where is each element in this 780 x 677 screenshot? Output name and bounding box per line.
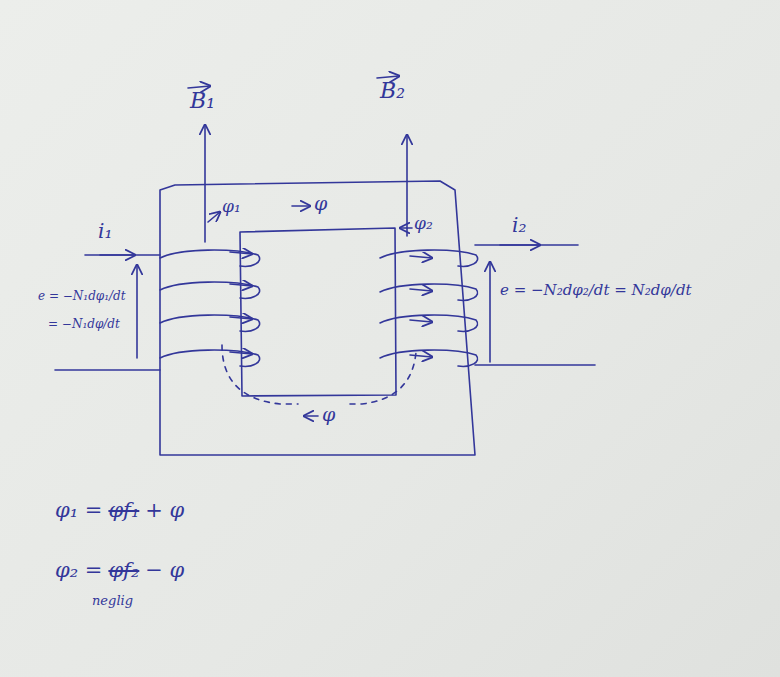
flux-arrow [208, 212, 220, 222]
current-arrow [500, 244, 540, 246]
annotation-label: = −N₁dφ/dt [48, 318, 120, 332]
flux-arrow [304, 415, 318, 417]
annotation-label: φf₁ [108, 498, 139, 522]
annotation-label: φ₁ = [55, 498, 102, 522]
turn-arrow [410, 256, 432, 258]
annotation-label: B₂ [380, 78, 405, 103]
turn-arrow [410, 289, 432, 291]
winding-turn [160, 250, 260, 266]
core-outline [160, 181, 475, 455]
vector-sign [377, 76, 399, 78]
turn-arrow [410, 355, 432, 357]
winding-turn [160, 350, 260, 366]
voltage-arrow [489, 262, 491, 362]
annotation-label: neglig [92, 594, 133, 609]
turn-arrow [230, 284, 252, 286]
annotation-label: φf₂ [108, 558, 139, 582]
annotation-label: e = −N₂dφ₂/dt = N₂dφ/dt [500, 282, 692, 299]
core-window [240, 228, 396, 396]
flux-path [222, 345, 416, 404]
annotation-label: B₁ [190, 88, 215, 113]
secondary-wire [475, 244, 578, 246]
winding-turn [380, 350, 478, 366]
annotation-label: φ₂ = [55, 558, 102, 582]
winding-turn [380, 284, 478, 300]
turn-arrow [230, 252, 252, 254]
voltage-arrow [136, 265, 138, 358]
annotation-label: e = −N₁dφ₁/dt [38, 290, 126, 304]
annotation-label: + φ [145, 498, 184, 522]
winding-turn [160, 282, 260, 298]
annotation-label: φ [322, 404, 335, 426]
primary-wire [85, 254, 160, 256]
field-arrow [204, 125, 206, 242]
annotation-label: − φ [145, 558, 184, 582]
vector-sign [188, 86, 210, 88]
turn-arrow [230, 317, 252, 319]
annotation-label: φ [314, 193, 327, 215]
annotation-label: φ₁ [222, 197, 241, 217]
flux-arrow [400, 227, 412, 229]
winding-turn [380, 315, 478, 331]
annotation-label: i₁ [98, 220, 112, 243]
turn-arrow [410, 320, 432, 322]
secondary-wire [475, 364, 595, 366]
annotation-label: φ₂ [414, 214, 433, 234]
field-arrow [406, 135, 408, 236]
annotation-label: i₂ [512, 214, 526, 237]
current-arrow [100, 254, 135, 256]
flux-arrow [292, 205, 310, 207]
winding-turn [160, 315, 260, 331]
turn-arrow [230, 352, 252, 354]
winding-turn [380, 250, 478, 266]
primary-wire [55, 369, 160, 371]
